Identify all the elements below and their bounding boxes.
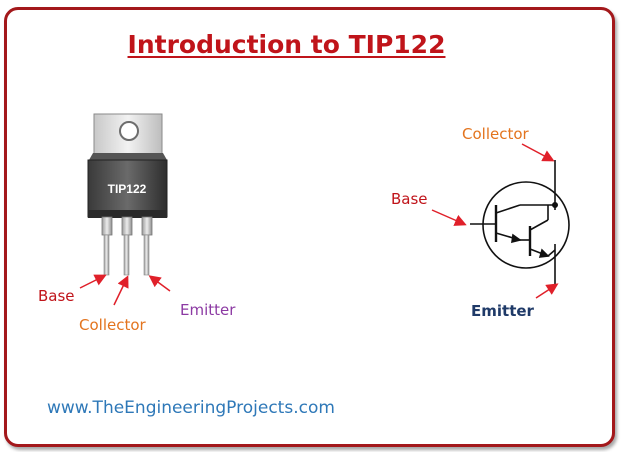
leg-collector — [121, 216, 133, 236]
arrow-package-base — [79, 274, 107, 289]
arrow-package-emitter — [148, 275, 171, 292]
leg-base — [101, 216, 113, 236]
pin-emitter — [143, 234, 150, 276]
q2-emitter-arrow — [538, 248, 550, 258]
arrow-symbol-emitter — [535, 283, 559, 299]
body-footer — [88, 210, 167, 218]
package-label-emitter: Emitter — [180, 301, 236, 319]
arrow-symbol-base — [431, 209, 467, 226]
symbol-label-base: Base — [391, 190, 428, 208]
pin-collector — [123, 234, 130, 276]
mounting-hole — [119, 121, 139, 141]
package-body — [87, 159, 168, 218]
package-label-collector: Collector — [79, 316, 146, 334]
symbol-circle — [482, 181, 570, 269]
arrow-package-collector — [113, 275, 129, 306]
q1-emitter-arrow — [511, 233, 522, 244]
collector-junction-dot — [551, 202, 558, 209]
darlington-symbol — [470, 160, 570, 285]
pin-base — [103, 234, 110, 276]
q2-emitter-out — [547, 249, 556, 257]
arrow-symbol-collector — [521, 143, 555, 162]
package-body-top — [89, 153, 167, 160]
tip122-package — [87, 113, 168, 276]
q1-collector — [495, 204, 521, 214]
symbol-label-emitter: Emitter — [471, 302, 534, 320]
symbol-label-collector: Collector — [462, 125, 529, 143]
package-label-base: Base — [38, 287, 75, 305]
leg-emitter — [141, 216, 153, 236]
package-marking: TIP122 — [108, 182, 147, 196]
website-link[interactable]: www.TheEngineeringProjects.com — [47, 398, 335, 418]
q2-collector — [529, 219, 549, 231]
page-title: Introduction to TIP122 — [127, 30, 446, 59]
